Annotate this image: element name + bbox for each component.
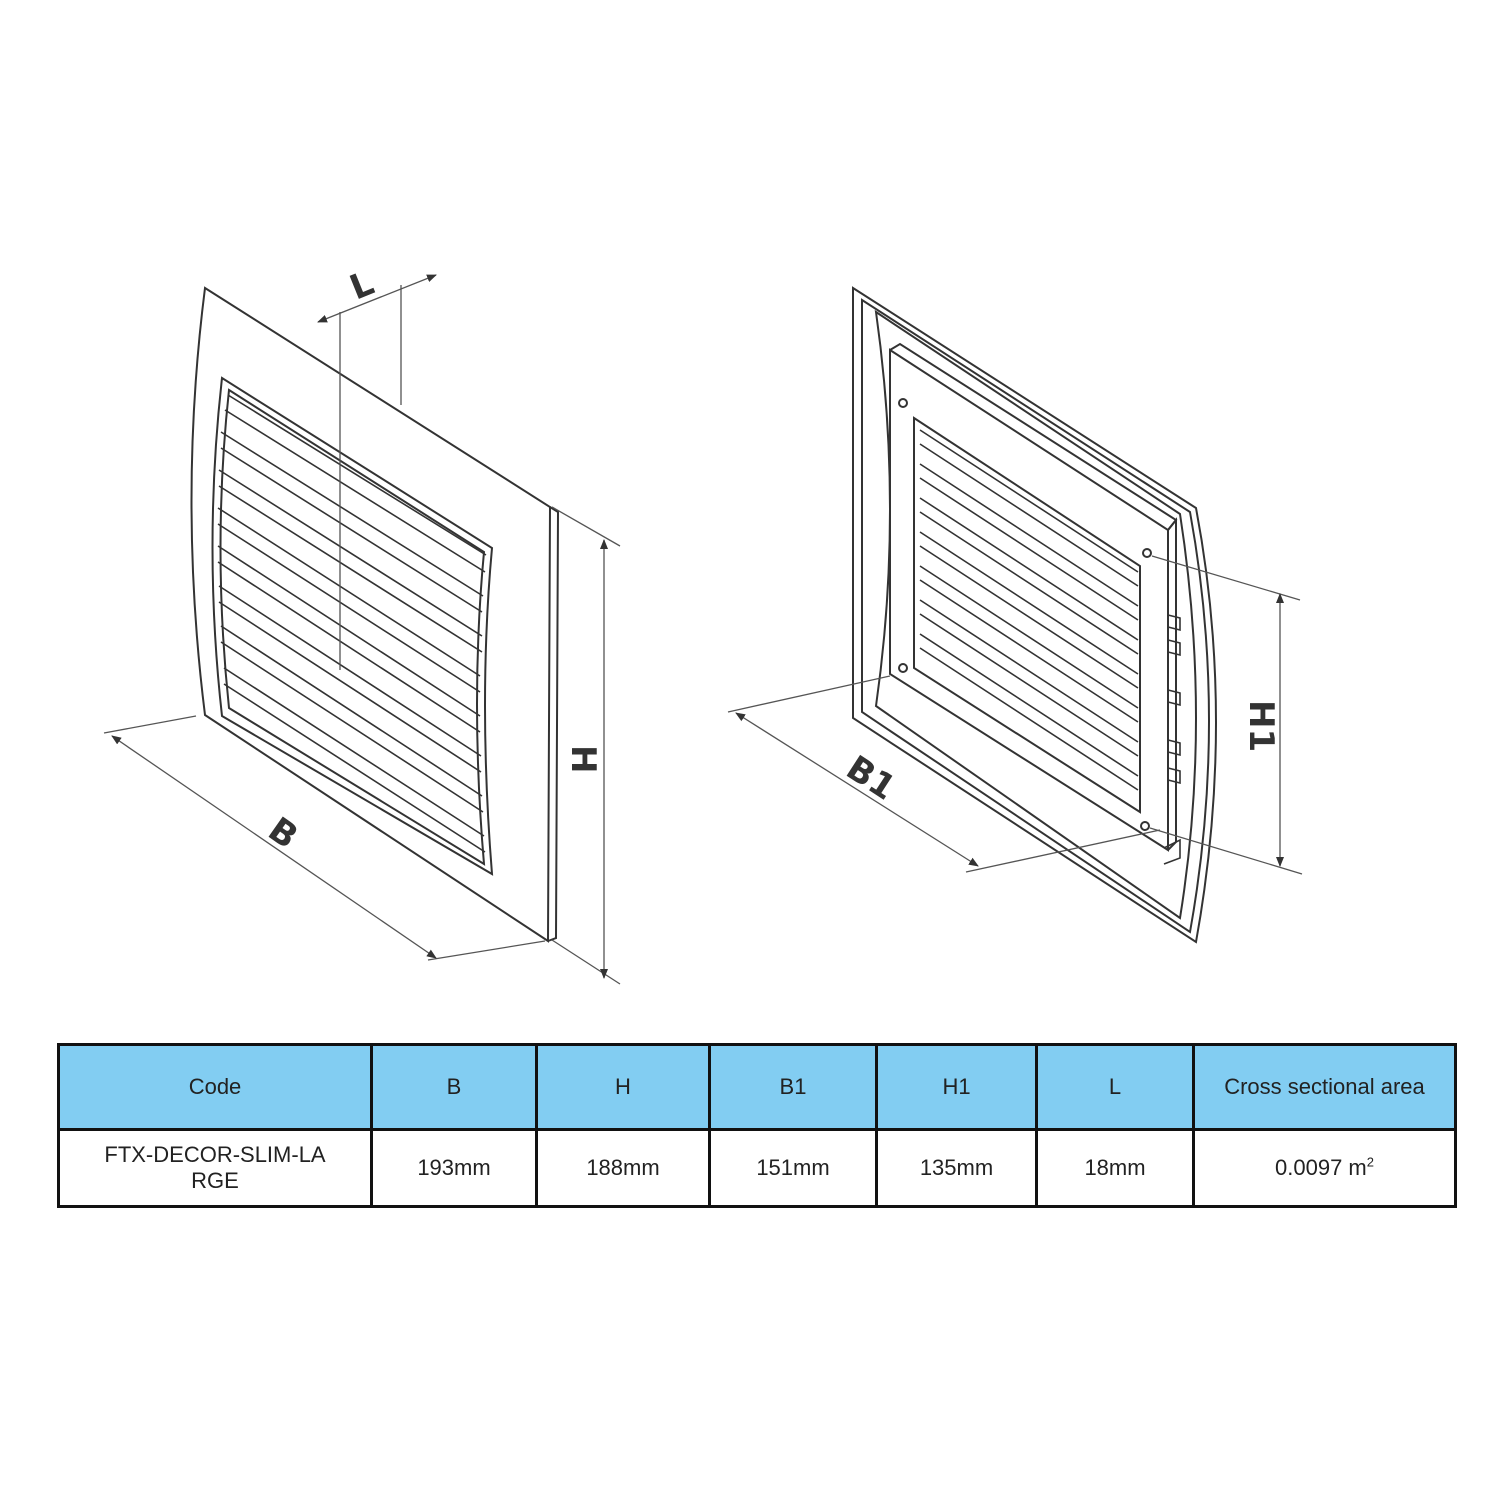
rear-side-clips: [1163, 614, 1181, 865]
dim-h-extension-top: [551, 506, 621, 547]
header-b1: B1: [708, 1043, 878, 1131]
cell-code-text: FTX-DECOR-SLIM-LARGE: [104, 1142, 326, 1193]
dim-b-extension-left: [103, 715, 197, 734]
area-unit-superscript: 2: [1366, 1154, 1374, 1170]
front-dimension-lines: [103, 274, 621, 985]
specification-table: Code B H B1 H1 L Cross sectional area FT…: [57, 1043, 1457, 1208]
rear-faceplate-inner-rim: [861, 298, 1210, 934]
rear-spigot-opening: [913, 416, 1141, 814]
table-header-row: Code B H B1 H1 L Cross sectional area: [57, 1043, 1457, 1131]
front-view-grille: [190, 286, 560, 943]
cell-b: 193mm: [370, 1128, 538, 1208]
header-l: L: [1035, 1043, 1195, 1131]
header-cross-sectional-area: Cross sectional area: [1192, 1043, 1457, 1131]
cell-cross-sectional-area: 0.0097 m2: [1192, 1128, 1457, 1208]
dim-b1-extension-left: [727, 675, 891, 713]
cell-h: 188mm: [535, 1128, 711, 1208]
dim-label-h: H: [563, 745, 603, 773]
rear-mounting-hole: [898, 398, 908, 408]
rear-dimension-lines: [727, 555, 1303, 875]
rear-mounting-hole: [1142, 548, 1152, 558]
dim-label-b: B: [261, 810, 305, 858]
rear-mounting-hole: [898, 663, 908, 673]
front-faceplate-edge: [547, 506, 560, 942]
rear-faceplate-recess: [874, 309, 1197, 920]
dim-h-extension-bottom: [551, 939, 621, 985]
rear-louvers: [919, 429, 1139, 791]
cell-l: 18mm: [1035, 1128, 1195, 1208]
product-dimension-drawings: B H L: [103, 263, 1303, 985]
header-code: Code: [57, 1043, 373, 1131]
cell-h1: 135mm: [875, 1128, 1038, 1208]
front-louver-frame-inner: [219, 388, 486, 866]
dim-l-arrow: [317, 274, 437, 323]
cell-b1: 151mm: [708, 1128, 878, 1208]
dim-b-arrow: [111, 735, 437, 959]
rear-view-grille: [852, 286, 1217, 944]
cell-code: FTX-DECOR-SLIM-LARGE: [57, 1128, 373, 1208]
rear-mounting-hole: [1140, 821, 1150, 831]
table-row: FTX-DECOR-SLIM-LARGE 193mm 188mm 151mm 1…: [57, 1128, 1457, 1208]
dim-b1-extension-right: [965, 829, 1161, 873]
header-h: H: [535, 1043, 711, 1131]
dim-b-extension-right: [427, 940, 546, 961]
header-b: B: [370, 1043, 538, 1131]
area-value: 0.0097 m: [1275, 1155, 1367, 1180]
dim-label-l: L: [344, 263, 379, 308]
front-louvers: [217, 394, 487, 853]
rear-spigot-side: [1167, 517, 1177, 851]
header-h1: H1: [875, 1043, 1038, 1131]
dim-label-h1: H1: [1241, 700, 1281, 752]
dim-label-b1: B1: [839, 748, 902, 809]
dim-b1-arrow: [735, 712, 979, 867]
dim-h1-extension-top: [1151, 555, 1301, 601]
